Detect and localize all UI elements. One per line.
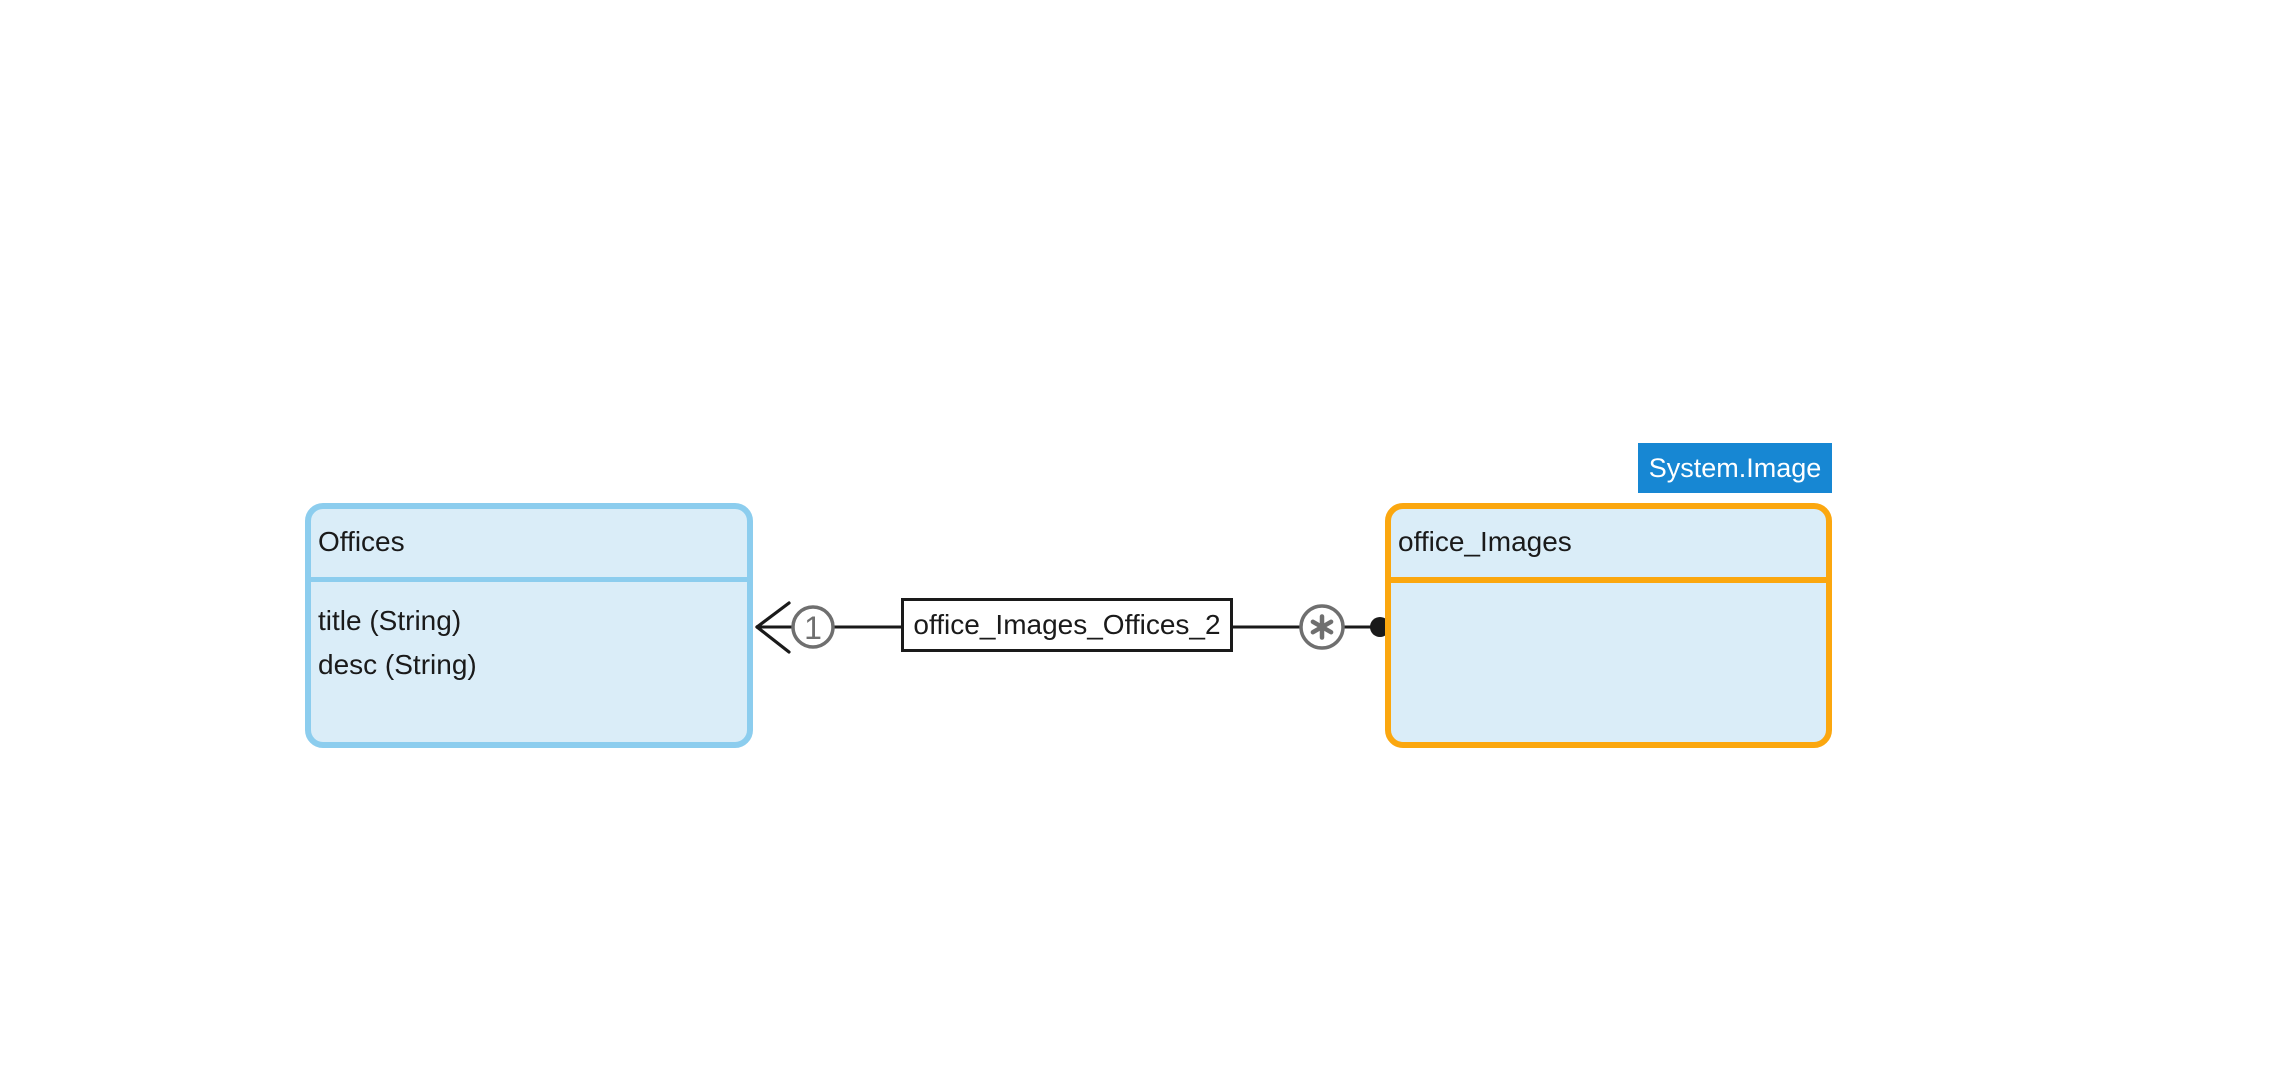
- crow-foot-arrow-icon: [755, 601, 791, 654]
- entity-office-images-title: office_Images: [1398, 526, 1572, 557]
- attribute-row[interactable]: title (String): [318, 605, 462, 636]
- one-cardinality-marker: 1: [791, 605, 835, 649]
- entity-offices-title: Offices: [318, 526, 405, 557]
- system-image-badge: System.Image: [1638, 443, 1832, 493]
- one-cardinality-text: 1: [804, 610, 822, 646]
- entity-office-images-header: office_Images: [1391, 509, 1826, 583]
- entity-office-images[interactable]: office_Images: [1385, 503, 1832, 748]
- entity-offices[interactable]: Offices title (String) desc (String): [305, 503, 753, 748]
- attribute-row[interactable]: desc (String): [318, 649, 477, 680]
- asterisk-icon: [1310, 614, 1334, 640]
- entity-office-images-body: [1391, 583, 1826, 600]
- one-cardinality-circle: [791, 605, 835, 649]
- relationship-label[interactable]: office_Images_Offices_2: [901, 598, 1233, 652]
- entity-offices-header: Offices: [311, 509, 747, 582]
- many-cardinality-marker: [1299, 604, 1345, 650]
- entity-offices-body: title (String) desc (String): [311, 582, 747, 687]
